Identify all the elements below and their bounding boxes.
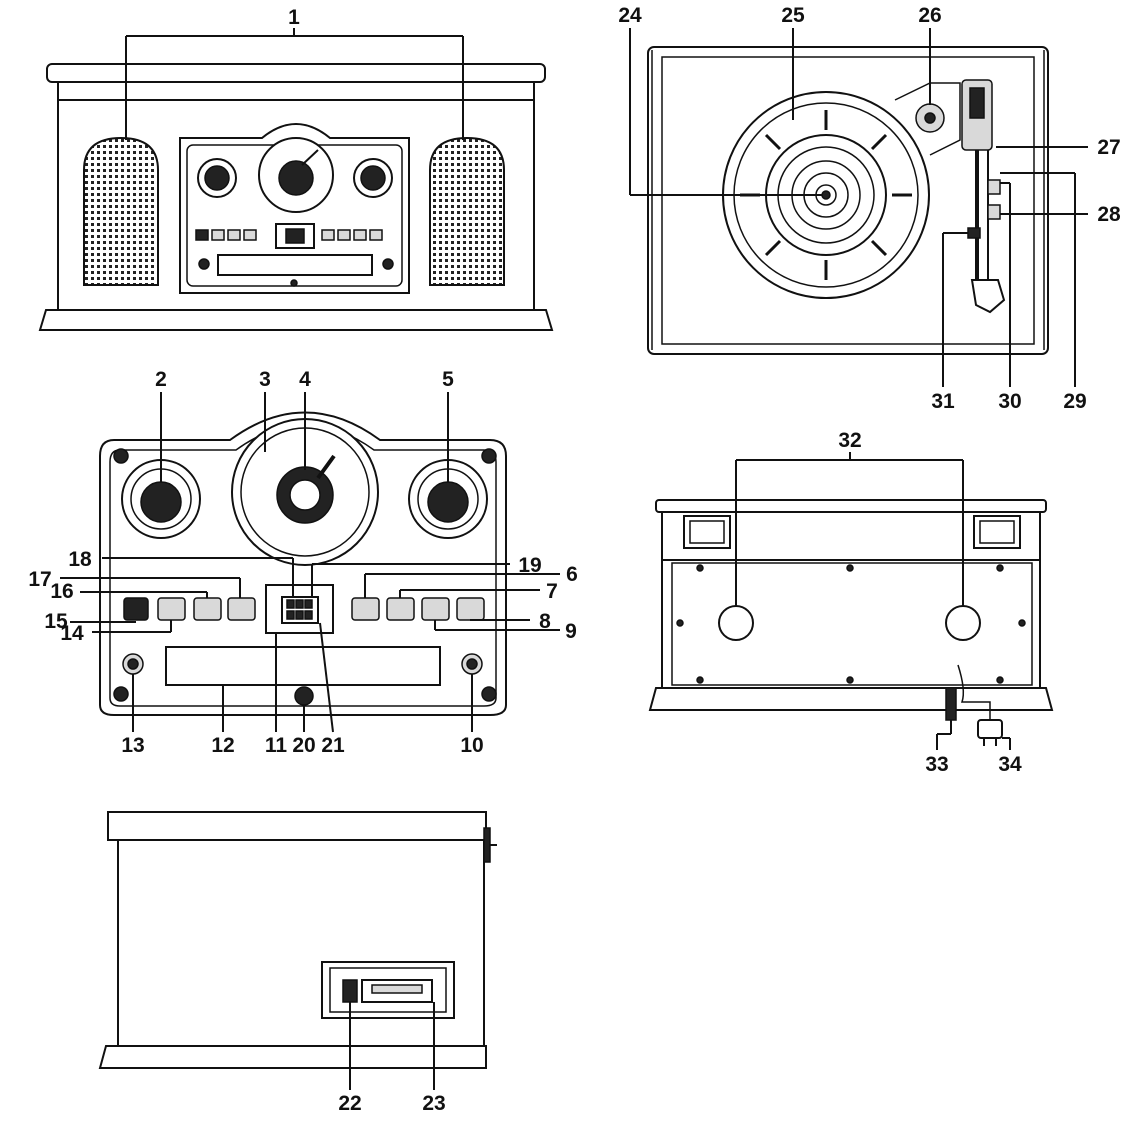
callout-27: 27 [1097,136,1120,159]
callout-8: 8 [539,610,551,633]
callout-7: 7 [546,580,558,603]
callout-5: 5 [442,368,454,391]
callout-29: 29 [1063,390,1086,413]
callout-6: 6 [566,563,578,586]
callout-22: 22 [338,1092,361,1115]
control-panel-view: 2 3 4 5 6 7 8 9 10 11 12 13 14 15 16 17 … [28,368,578,757]
callout-3: 3 [259,368,271,391]
callout-12: 12 [211,734,234,757]
callout-20: 20 [292,734,315,757]
front-right-speaker [429,136,505,286]
front-left-speaker [83,136,159,286]
callout-21: 21 [321,734,345,757]
top-view: 24 25 26 27 28 29 30 31 [618,4,1121,413]
tonearm-headshell [970,279,1006,314]
callout-23: 23 [422,1092,445,1115]
callout-25: 25 [781,4,805,27]
fm-antenna [945,687,957,721]
side-view: 22 23 [98,811,497,1115]
back-left-speaker [718,605,754,641]
callout-10: 10 [460,734,483,757]
callout-26: 26 [918,4,941,27]
callout-32: 32 [838,429,861,452]
callout-15: 15 [44,610,68,633]
callout-1: 1 [288,6,300,29]
callout-2: 2 [155,368,167,391]
callout-11: 11 [265,734,288,757]
back-view: 32 33 34 [648,429,1054,776]
callout-19: 19 [518,554,541,577]
callout-13: 13 [121,734,144,757]
callout-14: 14 [60,622,84,645]
callout-17: 17 [28,568,51,591]
callout-33: 33 [925,753,948,776]
callout-18: 18 [68,548,92,571]
cd-slot [165,646,441,686]
callout-30: 30 [998,390,1021,413]
callout-31: 31 [931,390,955,413]
callout-24: 24 [618,4,642,27]
callout-9: 9 [565,620,577,643]
callout-4: 4 [299,368,311,391]
power-plug [977,719,1003,739]
callout-28: 28 [1097,203,1121,226]
callout-34: 34 [998,753,1022,776]
callout-16: 16 [50,580,73,603]
front-view: 1 [38,6,554,331]
back-right-speaker [945,605,981,641]
